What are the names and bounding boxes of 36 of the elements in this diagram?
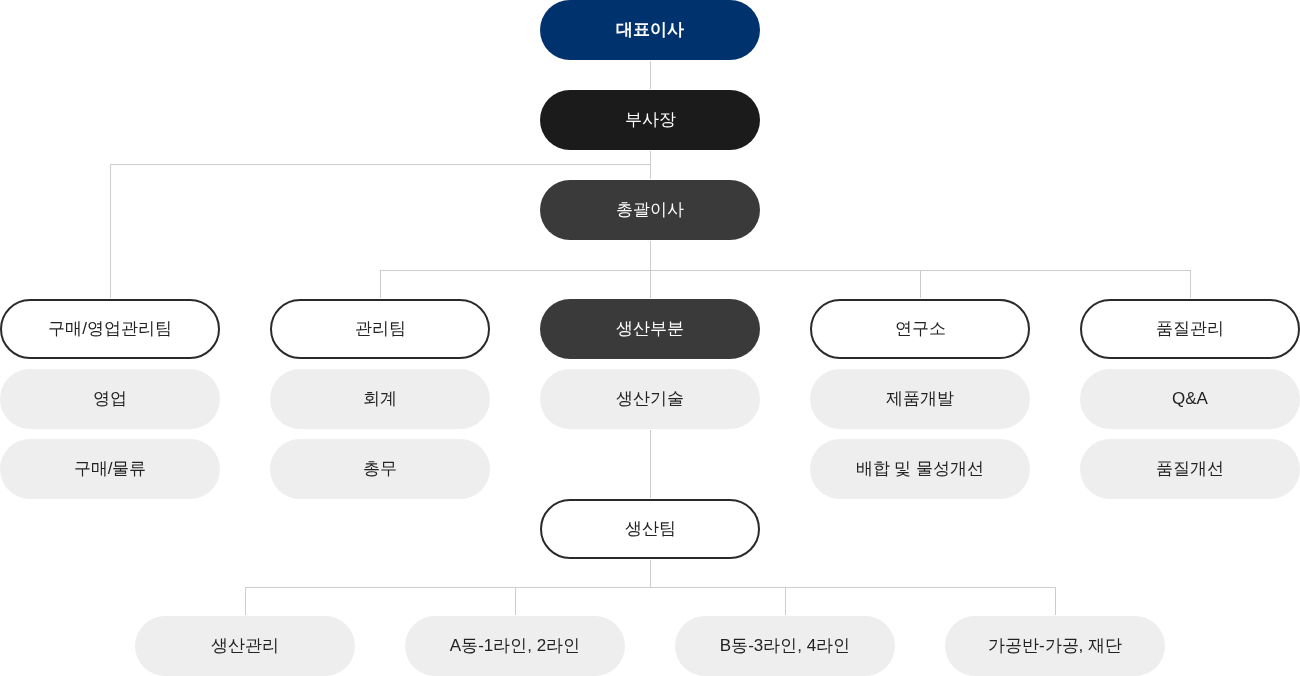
node-label: 가공반-가공, 재단 [987,635,1123,657]
connector-line [109,163,535,299]
node-label: 구매/물류 [73,458,147,480]
node-label: B동-3라인, 4라인 [719,635,851,657]
node-label: 총괄이사 [616,199,684,221]
node-label: 제품개발 [886,388,954,410]
node-label: 회계 [363,388,397,410]
node-label: A동-1라인, 2라인 [449,635,581,657]
team-pill [810,299,1030,359]
division-pill [540,180,760,240]
executive-pill [540,90,760,150]
connector-line [649,163,651,180]
node-label: 배합 및 물성개선 [855,458,985,480]
node-label: 연구소 [894,318,946,340]
node-label: 생산팀 [624,518,676,540]
node-label: 구매/영업관리팀 [48,318,172,340]
team-pill [0,299,220,359]
node-label: 관리팀 [354,318,406,340]
team-pill [270,299,490,359]
connector-line [533,150,651,165]
team-pill [1080,299,1300,359]
connector-line [649,60,651,90]
node-label: 생산관리 [211,635,279,657]
connector-line [649,429,651,499]
executive-pill [540,0,760,60]
node-label: 품질개선 [1156,458,1224,480]
team-pill [540,499,760,559]
node-label: 부사장 [624,109,676,131]
node-label: 품질관리 [1156,318,1224,340]
node-label: 생산부분 [616,318,684,340]
node-label: 영업 [93,388,127,410]
node-label: 생산기술 [616,388,684,410]
node-label: 총무 [363,458,397,480]
node-label: Q&A [1172,388,1208,410]
node-label: 대표이사 [616,19,684,41]
division-pill [540,299,760,359]
